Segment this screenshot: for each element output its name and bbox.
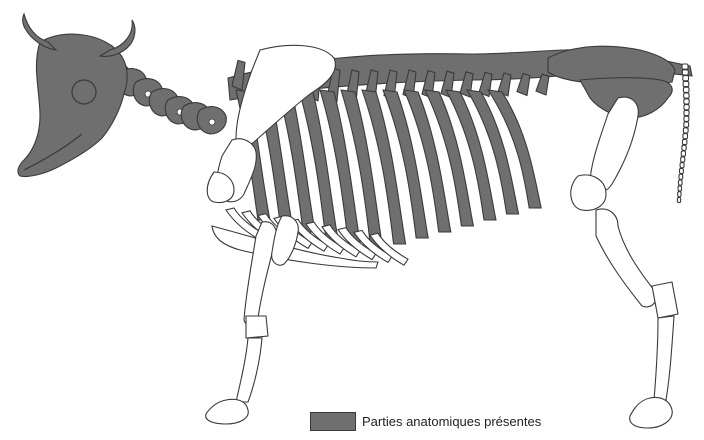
skull bbox=[18, 14, 135, 177]
caudal-vertebra bbox=[680, 168, 684, 173]
caudal-vertebra bbox=[683, 76, 689, 81]
caudal-vertebra bbox=[684, 122, 689, 127]
forelimb-carpals bbox=[246, 316, 268, 338]
caudal-vertebra bbox=[682, 70, 688, 75]
vertebral-foramen bbox=[209, 119, 215, 125]
caudal-vertebra bbox=[678, 180, 682, 185]
caudal-vertebra bbox=[684, 93, 689, 98]
femur bbox=[590, 97, 638, 191]
caudal-vertebra bbox=[682, 139, 686, 144]
caudal-vertebra bbox=[681, 157, 685, 162]
caudal-vertebra bbox=[683, 81, 689, 86]
hindlimb-metatarsal bbox=[654, 316, 674, 400]
legend-label: Parties anatomiques présentes bbox=[362, 414, 541, 429]
caudal-vertebra bbox=[682, 64, 688, 69]
hindlimb bbox=[571, 97, 678, 428]
caudal-vertebra bbox=[684, 105, 689, 110]
caudal-vertebrae bbox=[677, 64, 689, 203]
caudal-vertebra bbox=[684, 99, 689, 104]
caudal-vertebra bbox=[684, 110, 689, 115]
forelimb-metacarpal bbox=[236, 338, 262, 402]
legend: Parties anatomiques présentes bbox=[310, 412, 541, 431]
hindlimb-tarsals bbox=[652, 282, 678, 318]
caudal-vertebra bbox=[680, 163, 684, 168]
caudal-vertebra bbox=[678, 192, 681, 197]
tibia bbox=[596, 209, 656, 307]
caudal-vertebra bbox=[682, 145, 686, 150]
caudal-vertebra bbox=[683, 87, 689, 92]
forelimb-phalanges bbox=[206, 399, 249, 424]
caudal-vertebra bbox=[683, 134, 688, 139]
hindlimb-phalanges bbox=[630, 398, 673, 429]
caudal-vertebra bbox=[683, 128, 688, 133]
caudal-vertebra bbox=[681, 151, 685, 156]
stifle-joint bbox=[571, 175, 606, 210]
caudal-vertebra bbox=[684, 116, 689, 121]
caudal-vertebra bbox=[677, 197, 680, 202]
legend-swatch bbox=[310, 412, 356, 431]
caudal-vertebra bbox=[678, 186, 681, 191]
caudal-vertebra bbox=[679, 174, 683, 179]
